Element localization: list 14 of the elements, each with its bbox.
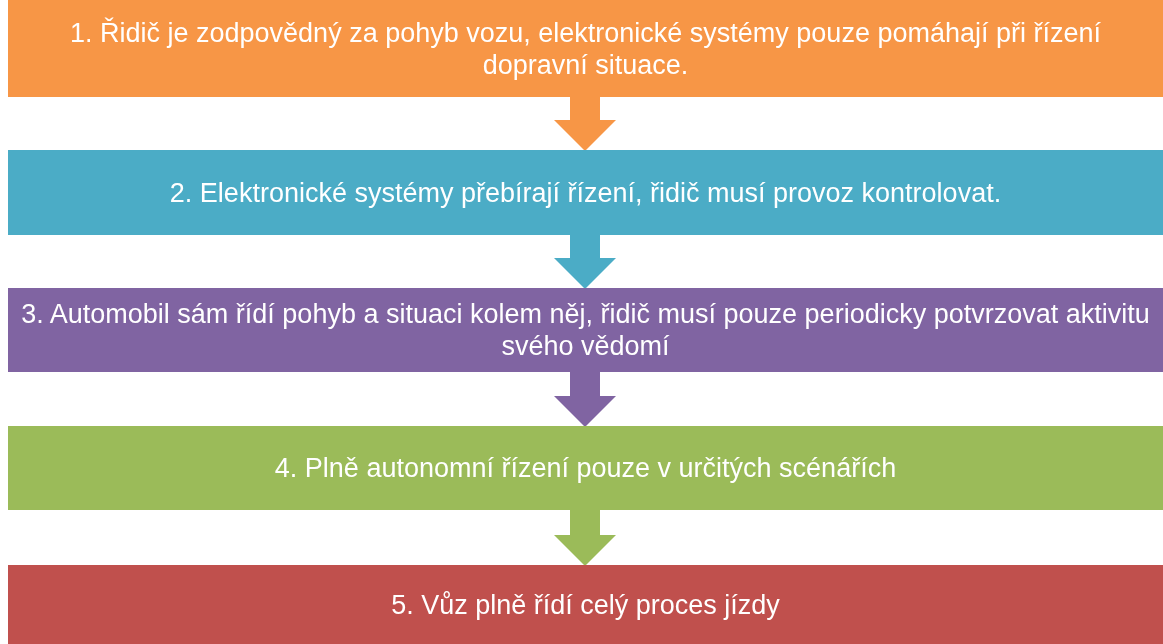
level-band [8, 426, 1163, 510]
level-text: 3. Automobil sám řídí pohyb a situaci kolem něj, řidič musí pouze periodicky potvrzovat aktivitu svého vědomí [20, 298, 1151, 362]
arrow [554, 235, 616, 289]
level-text: 4. Plně autonomní řízení pouze v určitých scénářích [274, 452, 897, 484]
level-text: 2. Elektronické systémy přebírají řízení, řidič musí provoz kontrolovat. [169, 176, 1002, 209]
arrow [554, 372, 616, 427]
arrow [554, 97, 616, 151]
level-text: 5. Vůz plně řídí celý proces jízdy [391, 588, 780, 621]
level-text: 1. Řidič je zodpovědný za pohyb vozu, elektronické systémy pouze pomáhají při řízení dopravní situace. [68, 16, 1102, 81]
level-band [8, 288, 1163, 372]
level-band [8, 565, 1163, 644]
arrow [554, 510, 616, 566]
level-band [8, 150, 1163, 235]
level-band [8, 0, 1163, 97]
